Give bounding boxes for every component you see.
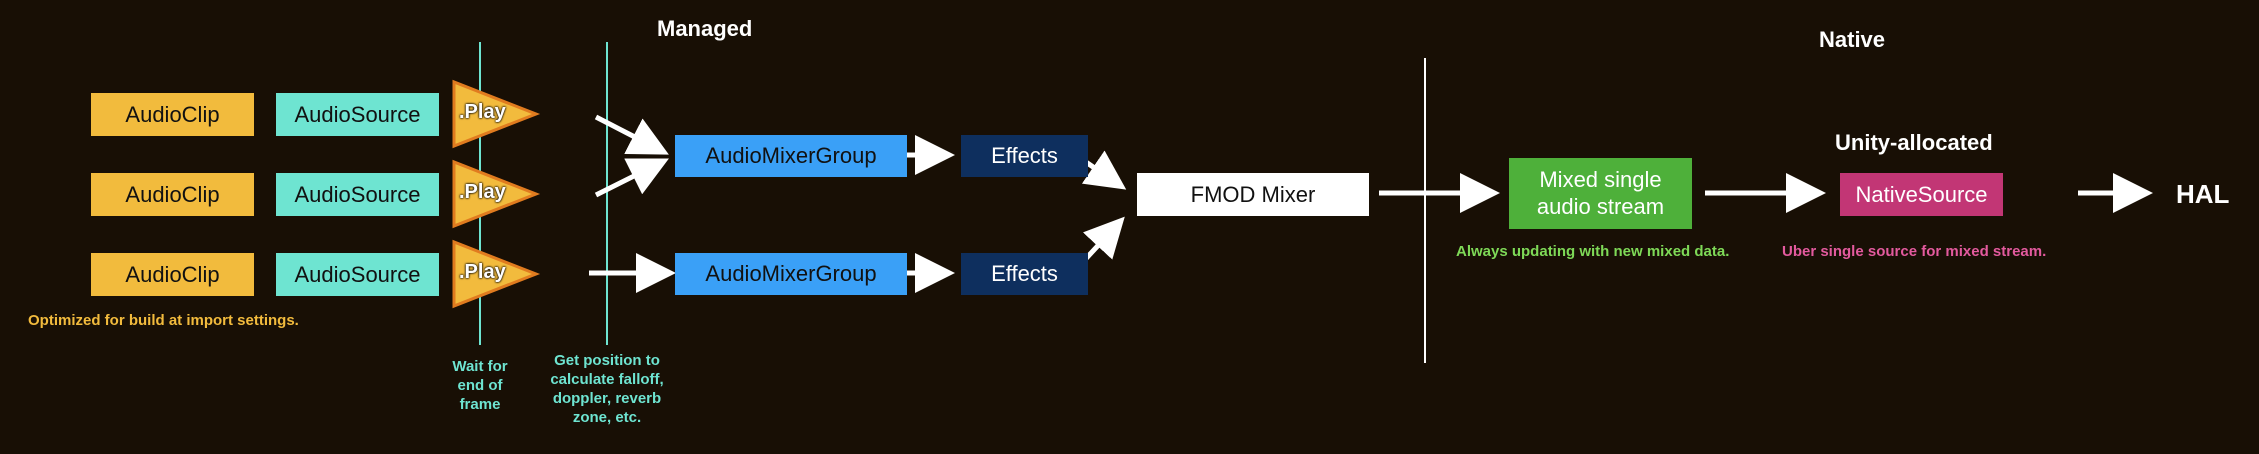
mixed-stream-line-1: Mixed single <box>1539 167 1662 193</box>
effects-2: Effects <box>961 253 1088 295</box>
audio-source-2: AudioSource <box>276 173 439 216</box>
audio-mixer-group-1: AudioMixerGroup <box>675 135 907 177</box>
note-get-position: Get position to calculate falloff, doppl… <box>527 351 687 427</box>
note-uber-source: Uber single source for mixed stream. <box>1782 243 2047 260</box>
hal-label: HAL <box>2176 179 2230 209</box>
note-wait-frame-line-2: end of <box>457 377 503 394</box>
audio-clip-1: AudioClip <box>91 93 254 136</box>
note-wait-frame-line-3: frame <box>459 396 501 413</box>
play-triangle-1 <box>452 79 541 149</box>
heading-native: Native <box>1819 27 1886 52</box>
note-get-position-line-4: zone, etc. <box>572 409 642 426</box>
audio-clip-2: AudioClip <box>91 173 254 216</box>
play-label-1: .Play <box>459 101 506 123</box>
audio-source-3: AudioSource <box>276 253 439 296</box>
play-triangle-2 <box>452 159 541 229</box>
note-import-settings: Optimized for build at import settings. <box>28 312 299 329</box>
arrow-row1-to-group1 <box>594 114 669 155</box>
mixed-audio-stream: Mixed single audio stream <box>1509 158 1692 229</box>
play-triangle-3 <box>452 239 541 309</box>
note-wait-frame: Wait for end of frame <box>430 357 530 414</box>
audio-clip-3: AudioClip <box>91 253 254 296</box>
heading-unity-allocated: Unity-allocated <box>1835 130 1993 155</box>
heading-managed: Managed <box>657 16 753 41</box>
audio-source-1: AudioSource <box>276 93 439 136</box>
native-source: NativeSource <box>1840 173 2003 216</box>
audio-mixer-group-2: AudioMixerGroup <box>675 253 907 295</box>
note-get-position-line-3: doppler, reverb <box>552 390 662 407</box>
note-wait-frame-line-1: Wait for <box>452 358 508 375</box>
mixed-stream-line-2: audio stream <box>1536 193 1665 219</box>
arrow-row2-to-group1 <box>594 158 669 198</box>
note-get-position-line-2: calculate falloff, <box>550 371 664 388</box>
note-always-updating: Always updating with new mixed data. <box>1456 243 1730 260</box>
effects-1: Effects <box>961 135 1088 177</box>
note-get-position-line-1: Get position to <box>554 352 660 369</box>
fmod-mixer: FMOD Mixer <box>1137 173 1369 216</box>
play-label-2: .Play <box>459 181 506 203</box>
play-label-3: .Play <box>459 261 506 283</box>
